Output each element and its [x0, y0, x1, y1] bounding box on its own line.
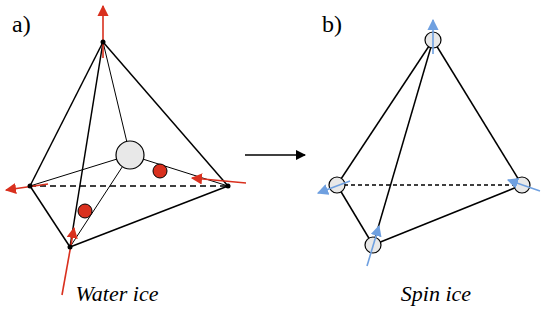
hydrogen-atom [78, 204, 92, 218]
water-tetrahedron [30, 42, 228, 247]
spin-sites [329, 32, 530, 253]
red-arrows [6, 6, 246, 295]
vertex [226, 184, 231, 189]
vertex [101, 40, 106, 45]
vertex [68, 245, 73, 250]
spin-tetrahedron [337, 40, 522, 245]
hydrogen-atom [153, 164, 167, 178]
bonds [30, 42, 228, 247]
blue-spins [318, 20, 540, 266]
caption-label: Spin ice [401, 283, 471, 305]
panel-label: b) [322, 12, 342, 36]
mapping-arrow [245, 154, 305, 156]
panel-label: a) [12, 12, 31, 36]
vertex [28, 184, 33, 189]
caption-label: Water ice [76, 283, 159, 305]
oxygen-atom [116, 141, 144, 169]
